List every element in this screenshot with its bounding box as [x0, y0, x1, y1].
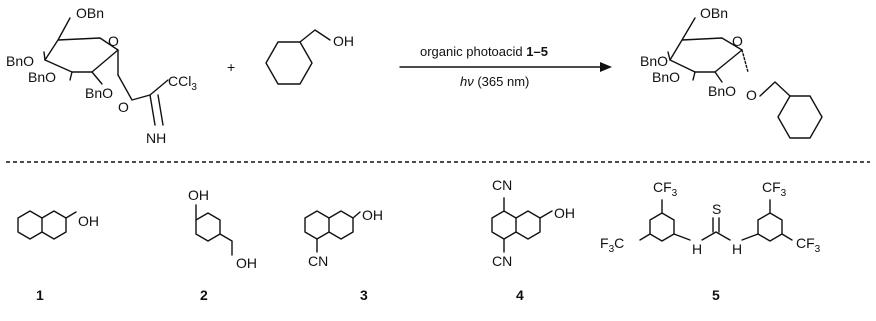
catalyst-4-dicyanonaphthol: CN OH CN 4: [491, 177, 575, 303]
c5-f3c-label-left: F3C: [600, 235, 624, 255]
donor-bno-label-1: BnO: [6, 53, 34, 69]
c2-oh-label-side: OH: [236, 255, 257, 271]
reaction-arrow: organic photoacid 1–5 hν (365 nm): [399, 44, 612, 89]
c5-cf3-label-right-top: CF3: [762, 179, 787, 199]
donor-bno-label-3: BnO: [85, 85, 113, 101]
donor-bno-label-2: BnO: [28, 69, 56, 85]
c4-cn-label-top: CN: [492, 177, 512, 193]
glycosyl-donor: OBn O BnO BnO BnO O CCl3 NH: [6, 5, 197, 146]
cyclohexylmethanol: OH: [265, 29, 354, 85]
acceptor-oh-label: OH: [333, 33, 354, 49]
donor-obn-label: OBn: [76, 5, 104, 21]
c5-nh-label-left: H: [692, 241, 702, 257]
c5-nh-label-right: H: [732, 241, 742, 257]
plus-sign: +: [227, 59, 235, 75]
catalyst-3-cyanonaphthol: OH CN 3: [304, 207, 383, 303]
product-obn-label: OBn: [700, 5, 728, 21]
glycoside-product: OBn O BnO BnO BnO O: [640, 5, 823, 139]
donor-ring-oxygen: O: [108, 33, 119, 49]
c3-oh-label: OH: [362, 207, 383, 223]
product-glycosidic-oxygen: O: [746, 87, 757, 103]
catalyst-number-3: 3: [360, 287, 368, 303]
catalyst-number-2: 2: [200, 287, 208, 303]
c5-sulfur-label: S: [712, 201, 721, 217]
catalyst-1-2-naphthol: OH 1: [17, 210, 99, 303]
product-bno-label-2: BnO: [652, 69, 680, 85]
product-bno-label-3: BnO: [708, 83, 736, 99]
catalyst-number-5: 5: [712, 287, 720, 303]
c1-oh-label: OH: [78, 213, 99, 229]
catalyst-2-hydroxybenzyl-alcohol: OH OH 2: [188, 187, 257, 303]
donor-anomeric-oxygen: O: [118, 99, 129, 115]
donor-ccl3-label: CCl3: [168, 73, 197, 93]
condition-irradiation: hν (365 nm): [460, 74, 529, 89]
c2-oh-label-top: OH: [188, 187, 209, 203]
c4-oh-label: OH: [554, 205, 575, 221]
product-ring-oxygen: O: [732, 33, 743, 49]
catalyst-number-1: 1: [36, 287, 44, 303]
donor-nh-label: NH: [146, 130, 166, 146]
catalyst-number-4: 4: [516, 287, 524, 303]
catalyst-5-thiourea: CF3 F3C S H H CF3 CF3 5: [600, 179, 821, 303]
c5-cf3-label-right: CF3: [796, 235, 821, 255]
c5-cf3-label-left-top: CF3: [653, 179, 678, 199]
condition-catalyst: organic photoacid 1–5: [420, 44, 548, 59]
c4-cn-label-bottom: CN: [492, 253, 512, 269]
c3-cn-label: CN: [308, 253, 328, 269]
product-bno-label-1: BnO: [640, 53, 668, 69]
